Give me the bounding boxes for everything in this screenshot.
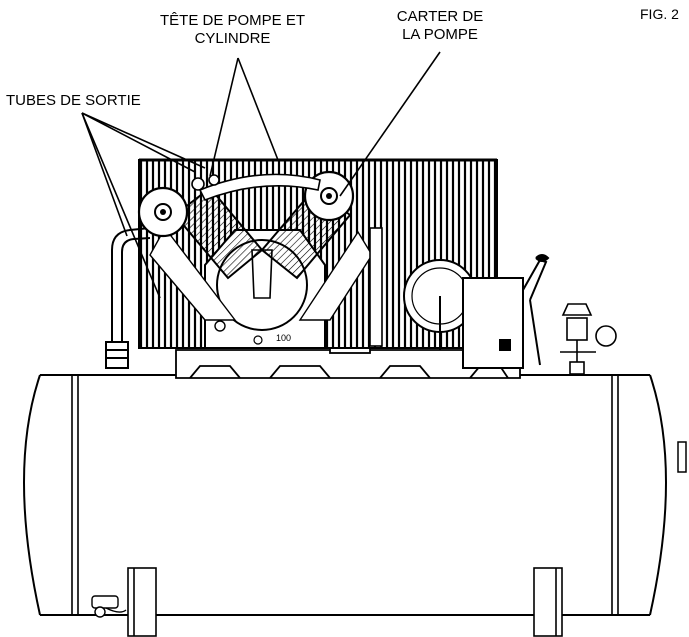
outlet-pipe (105, 227, 151, 369)
label-crankcase-line-2: LA POMPE (402, 26, 478, 43)
crankcase-marking: 100 (276, 333, 291, 343)
gauge-assembly (560, 303, 617, 375)
leader-lines (81, 51, 441, 299)
label-crankcase-line-1: CARTER DE (396, 8, 484, 25)
control-box (462, 254, 550, 369)
left-cylinder (149, 186, 264, 321)
motor (369, 227, 477, 350)
tank-feet (127, 567, 563, 637)
figure-number: FIG. 2 (640, 6, 679, 22)
intake-manifold (191, 173, 321, 202)
drain-valve (91, 595, 127, 618)
air-tank (23, 374, 687, 616)
label-outlet-tubes: TUBES DE SORTIE (6, 92, 141, 109)
label-pump-head-line-1: TÊTE DE POMPE ET (159, 12, 306, 29)
label-pump-head-line-2: CYLINDRE (194, 30, 271, 47)
left-cylinder-head (137, 186, 189, 238)
label-pump-head: TÊTE DE POMPE ET CYLINDRE (130, 12, 335, 48)
label-crankcase: CARTER DE LA POMPE (380, 8, 500, 44)
